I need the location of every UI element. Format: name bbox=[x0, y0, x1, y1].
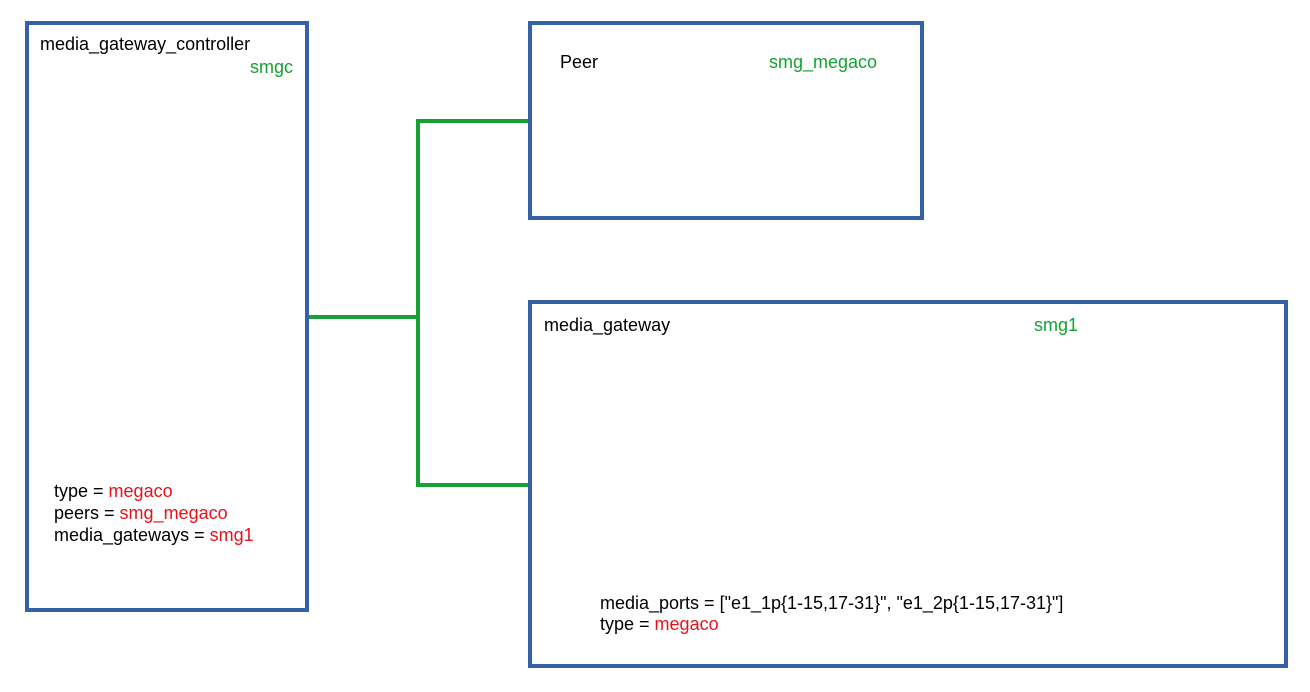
controller-type-value: megaco bbox=[108, 481, 173, 501]
peer-box[interactable]: Peer smg_megaco bbox=[528, 21, 924, 220]
gateway-name: smg1 bbox=[1034, 315, 1079, 335]
gateway-title: media_gateway bbox=[544, 315, 671, 335]
gateway-media-ports: media_ports = ["e1_1p{1-15,17-31}", "e1_… bbox=[600, 593, 1064, 613]
controller-media-gateways-value: smg1 bbox=[209, 525, 254, 545]
controller-name: smgc bbox=[250, 57, 294, 77]
controller-prop-type: type = megaco bbox=[54, 481, 173, 501]
gateway-prop-type: type = megaco bbox=[600, 614, 719, 634]
gateway-box[interactable]: media_gateway smg1 media_ports = ["e1_1p… bbox=[528, 300, 1288, 668]
peer-name: smg_megaco bbox=[769, 52, 878, 72]
controller-prop-peers: peers = smg_megaco bbox=[54, 503, 228, 523]
peer-title: Peer bbox=[560, 52, 599, 72]
controller-peers-value: smg_megaco bbox=[119, 503, 228, 523]
controller-prop-media-gateways: media_gateways = smg1 bbox=[54, 525, 254, 545]
controller-title: media_gateway_controller bbox=[40, 34, 251, 54]
controller-box[interactable]: media_gateway_controller smgc type = meg… bbox=[25, 21, 309, 612]
gateway-type-value: megaco bbox=[654, 614, 719, 634]
